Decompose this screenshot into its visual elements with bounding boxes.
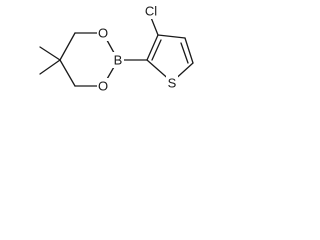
atom-s: S [168, 76, 177, 91]
atom-b-bg [112, 52, 124, 68]
atom-cl-bg [141, 3, 161, 19]
bond-c2-c3 [146, 34, 159, 61]
bond-methyl-lower [39, 59, 61, 75]
atom-o-lower: O [98, 79, 108, 94]
bond-c2-c3-double [151, 39, 162, 61]
bond-c5-c4 [59, 32, 76, 61]
atom-cl: Cl [145, 4, 157, 19]
bond-c6-c5 [59, 59, 76, 87]
atom-o-upper-bg [97, 25, 109, 41]
atom-b: B [114, 53, 123, 68]
bond-c4-c5-double [180, 42, 189, 64]
bond-c4-c5 [184, 37, 194, 64]
bond-methyl-upper [39, 46, 61, 61]
atom-s-bg [166, 75, 178, 91]
atom-o-lower-bg [97, 78, 109, 94]
atom-o-upper: O [98, 26, 108, 41]
chemical-structure: O O B S Cl [39, 3, 194, 94]
bond-c3-c4 [157, 34, 186, 39]
